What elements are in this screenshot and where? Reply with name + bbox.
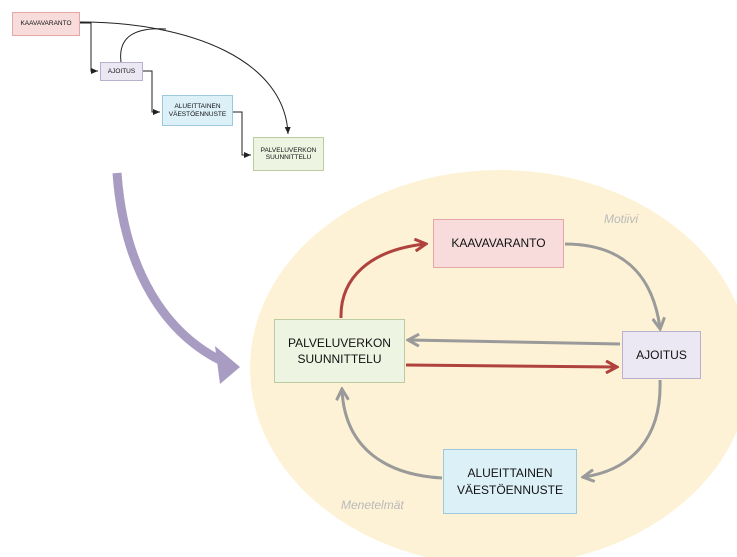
transition-arrow	[112, 172, 240, 384]
box-alueittainen: ALUEITTAINEN VÄESTÖENNUSTE	[443, 449, 577, 514]
cycle-arrows	[341, 244, 660, 478]
connector-kaava-ajoitus	[80, 22, 98, 74]
arrow-palvelu-to-ajoitus	[405, 365, 616, 367]
box-ajoitus: AJOITUS	[622, 331, 701, 379]
curve-ajoitus-loop	[120, 28, 167, 63]
label-menetelmat: Menetelmät	[341, 498, 404, 512]
label-motiivi: Motiivi	[604, 212, 639, 226]
box-palveluverkon: PALVELUVERKON SUUNNITTELU	[274, 319, 405, 383]
box-kaavavaranto-label: KAAVAVARANTO	[451, 236, 546, 251]
box-alueittainen-label: ALUEITTAINEN VÄESTÖENNUSTE	[456, 466, 564, 497]
small-box-kaavavaranto: KAAVAVARANTO	[12, 12, 80, 36]
curve-kaava-palvelu	[79, 21, 291, 135]
arrow-kaava-to-ajoitus	[564, 242, 660, 328]
background-ellipse	[250, 170, 737, 557]
small-diagram-connectors	[79, 21, 291, 158]
small-box-alueittainen: ALUEITTAINEN VÄESTÖENNUSTE	[162, 95, 233, 126]
small-box-palveluverkon-label: PALVELUVERKON SUUNNITTELU	[260, 146, 317, 161]
arrow-ajoitus-to-palvelu	[409, 340, 621, 344]
arrow-palvelu-to-kaava	[339, 244, 425, 319]
small-box-ajoitus-label: AJOITUS	[107, 67, 136, 75]
box-palveluverkon-label: PALVELUVERKON SUUNNITTELU	[288, 335, 391, 366]
small-box-kaavavaranto-label: KAAVAVARANTO	[20, 20, 72, 28]
small-box-palveluverkon: PALVELUVERKON SUUNNITTELU	[253, 137, 324, 171]
box-kaavavaranto: KAAVAVARANTO	[433, 219, 564, 268]
box-ajoitus-label: AJOITUS	[636, 347, 687, 362]
connector-ajoitus-alueittainen	[143, 70, 160, 115]
arrow-alueittainen-to-palvelu	[342, 390, 443, 480]
connector-alueittainen-palvelu	[233, 111, 251, 158]
small-box-ajoitus: AJOITUS	[100, 62, 143, 81]
small-box-alueittainen-label: ALUEITTAINEN VÄESTÖENNUSTE	[168, 103, 227, 118]
arrow-ajoitus-to-alueittainen	[584, 379, 662, 477]
